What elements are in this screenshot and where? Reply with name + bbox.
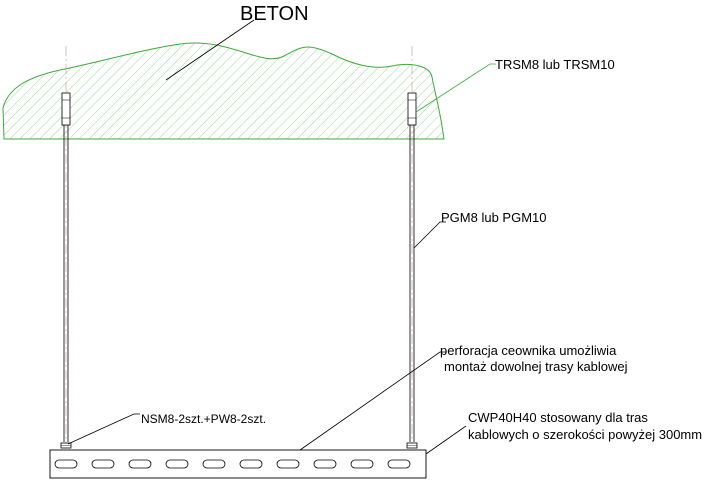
channel-slot (128, 459, 152, 469)
anchor-leader (415, 63, 496, 113)
left-anchor (61, 92, 71, 126)
leader-lines (67, 19, 496, 455)
concrete-slab-hatch (3, 42, 444, 140)
channel-slot (165, 459, 189, 469)
channel-slot (202, 459, 226, 469)
concrete-slab (2, 42, 445, 140)
beton-label: BETON (240, 3, 309, 25)
right-anchor (407, 92, 417, 126)
channel-slot (313, 459, 337, 469)
channel-slot (239, 459, 263, 469)
channel-slot (91, 459, 115, 469)
nut-leader (67, 413, 140, 445)
perforation-label-line2: montaż dowolnej trasy kablowej (444, 359, 628, 374)
channel-slot (276, 459, 300, 469)
axis-lines (65, 46, 413, 445)
channel-slots (54, 459, 411, 469)
labels: BETON TRSM8 lub TRSM10 PGM8 lub PGM10 pe… (141, 3, 702, 442)
perforation-leader (299, 351, 446, 451)
rod-label: PGM8 lub PGM10 (441, 210, 547, 225)
channel-leader (425, 425, 467, 455)
channel-label-line2: kablowych o szerokości powyżej 300mm (468, 427, 702, 442)
channel-slot (350, 459, 374, 469)
perforation-label-line1: perforacja ceownika umożliwia (440, 343, 617, 358)
nut-label: NSM8-2szt.+PW8-2szt. (141, 412, 266, 426)
channel (49, 449, 427, 479)
right-hanger (406, 92, 418, 449)
left-hanger (60, 92, 72, 449)
rod-leader (413, 221, 446, 249)
channel-label-line1: CWP40H40 stosowany dla tras (468, 410, 648, 425)
channel-slot (54, 459, 78, 469)
beton-leader (165, 19, 255, 81)
channel-slot (387, 459, 411, 469)
concrete-slab-outline (2, 42, 445, 140)
anchor-label: TRSM8 lub TRSM10 (495, 57, 615, 72)
